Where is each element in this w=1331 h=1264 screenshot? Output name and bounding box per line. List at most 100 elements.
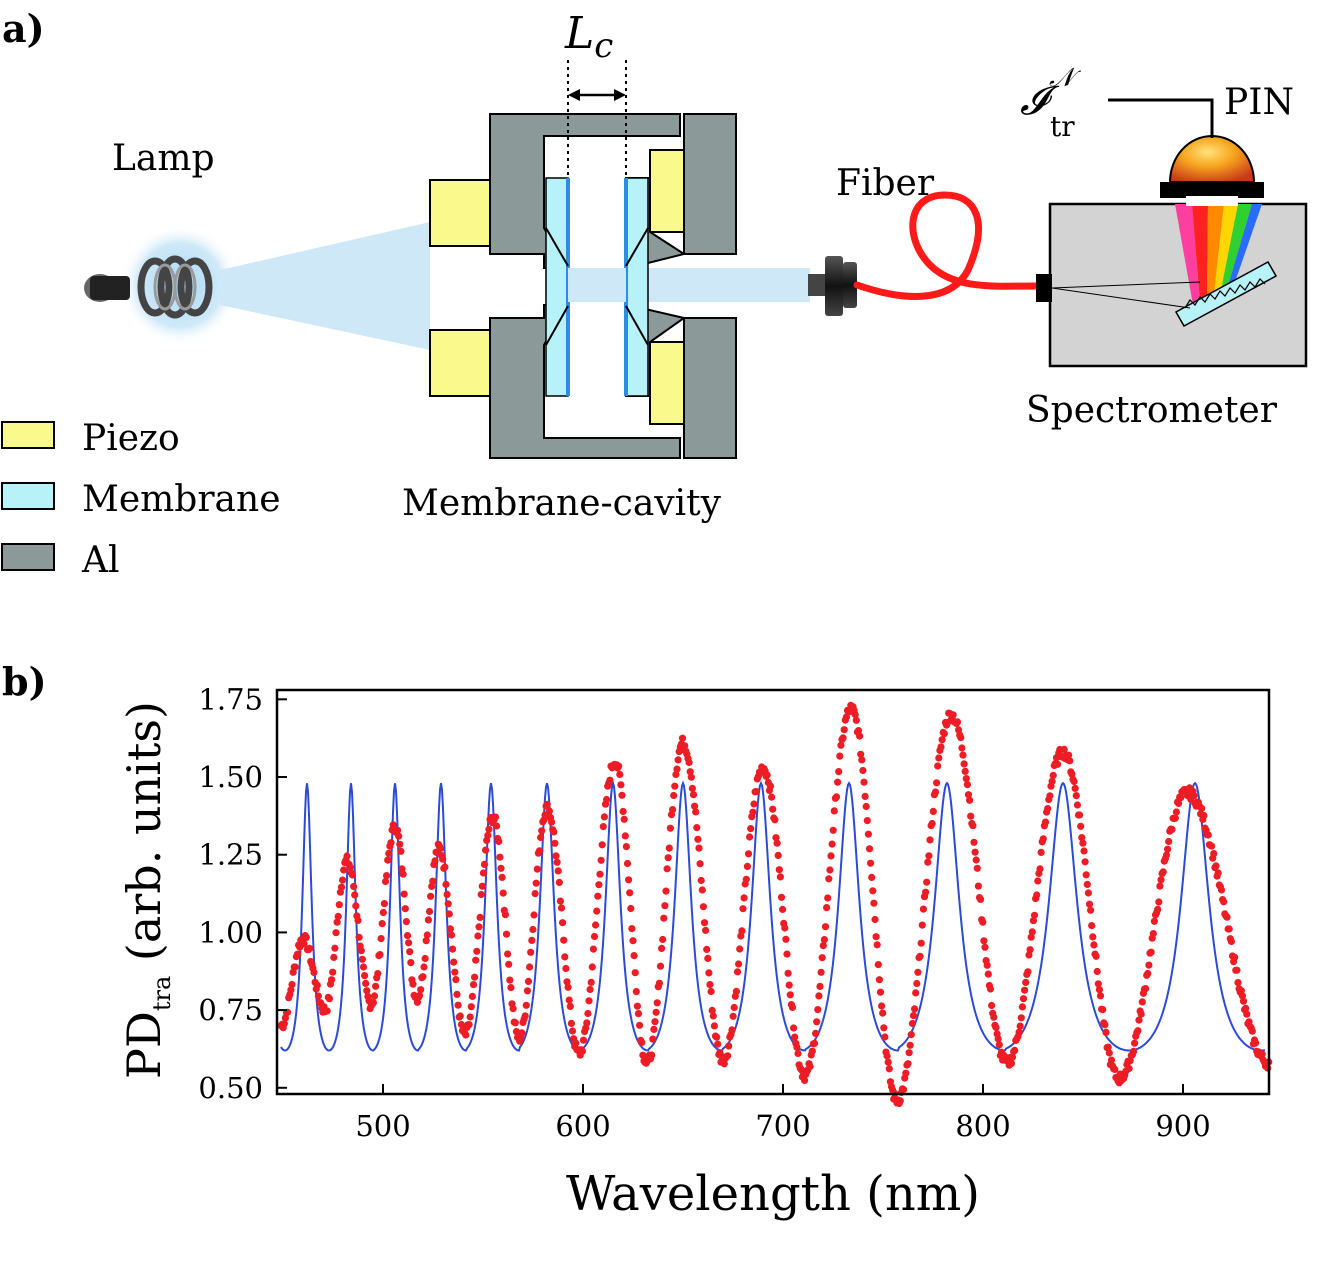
data-point — [869, 887, 877, 895]
data-point — [790, 1024, 798, 1032]
data-point — [545, 807, 554, 815]
data-point — [1131, 1039, 1139, 1047]
data-point — [834, 778, 842, 786]
data-point — [628, 925, 636, 933]
data-point — [1080, 847, 1088, 855]
data-point — [359, 963, 368, 971]
data-point — [1125, 1064, 1133, 1073]
data-point — [595, 881, 603, 889]
data-point — [491, 813, 500, 821]
data-point — [1238, 992, 1246, 1000]
data-point — [554, 867, 562, 875]
fiber-cable — [853, 191, 1040, 300]
data-point — [806, 1062, 814, 1071]
data-point — [1021, 986, 1029, 994]
data-point — [1212, 862, 1220, 870]
data-point — [709, 1012, 717, 1020]
data-point — [688, 784, 697, 793]
data-point — [479, 869, 487, 877]
data-point — [1089, 933, 1097, 941]
data-point — [1225, 925, 1233, 933]
data-point — [694, 835, 702, 843]
data-point — [669, 806, 677, 814]
data-point — [619, 807, 627, 816]
data-point — [478, 882, 486, 890]
data-point — [983, 961, 991, 969]
data-point — [885, 1065, 893, 1073]
data-point — [1034, 877, 1042, 885]
data-point — [832, 793, 841, 801]
data-point — [506, 976, 514, 984]
data-point — [963, 781, 972, 789]
data-point — [357, 947, 365, 955]
data-point — [735, 960, 743, 968]
data-point — [704, 954, 712, 963]
data-point — [1096, 992, 1105, 1000]
data-point — [462, 1031, 470, 1039]
data-point — [960, 760, 968, 768]
data-point — [530, 911, 538, 919]
data-point — [1252, 1039, 1260, 1047]
data-point — [979, 918, 987, 926]
data-point — [600, 813, 609, 821]
data-point — [1204, 831, 1212, 839]
data-point — [507, 984, 515, 992]
data-point — [1145, 961, 1153, 969]
data-point — [791, 1033, 799, 1041]
data-point — [439, 855, 447, 863]
data-point — [466, 1013, 474, 1021]
data-point — [837, 741, 845, 749]
data-point — [564, 983, 572, 991]
data-point — [1087, 906, 1095, 914]
data-point — [634, 1010, 643, 1018]
data-point — [421, 954, 429, 963]
fiber-connector-icon — [808, 256, 857, 316]
data-point — [860, 778, 868, 786]
data-point — [425, 907, 434, 916]
data-point — [1060, 745, 1068, 754]
data-point — [678, 734, 687, 742]
data-point — [468, 992, 476, 1001]
data-point — [695, 844, 703, 852]
data-point — [958, 744, 966, 752]
data-point — [969, 822, 977, 830]
data-point — [933, 779, 941, 787]
data-point — [381, 877, 390, 886]
data-point — [563, 978, 571, 986]
data-point — [337, 883, 346, 891]
data-point — [708, 1006, 716, 1015]
data-point — [407, 959, 415, 967]
spectrometer-label: Spectrometer — [1026, 390, 1278, 431]
data-point — [362, 979, 370, 988]
data-point — [1150, 917, 1158, 925]
data-point — [1090, 941, 1098, 949]
data-point — [446, 925, 454, 933]
data-point — [705, 969, 713, 977]
data-point — [1137, 1010, 1145, 1018]
data-point — [1041, 818, 1050, 826]
data-point — [763, 771, 771, 779]
data-point — [940, 730, 948, 738]
data-point — [659, 935, 667, 944]
data-point — [664, 854, 672, 862]
data-point — [332, 929, 340, 937]
data-point — [977, 895, 985, 904]
data-point — [396, 840, 404, 848]
data-point — [949, 711, 957, 719]
data-point — [938, 736, 946, 744]
data-point — [919, 905, 928, 913]
y-tick-label: 0.50 — [198, 1071, 263, 1105]
data-point — [572, 1039, 580, 1047]
data-point — [868, 873, 876, 882]
data-point — [652, 1008, 660, 1016]
data-point — [663, 865, 671, 873]
data-point — [685, 758, 693, 767]
data-point — [1076, 811, 1084, 819]
data-point — [1172, 808, 1180, 816]
data-point — [730, 1003, 738, 1012]
data-point — [875, 976, 884, 984]
data-point — [714, 1040, 722, 1048]
data-point — [871, 915, 879, 924]
data-point — [1223, 913, 1231, 921]
